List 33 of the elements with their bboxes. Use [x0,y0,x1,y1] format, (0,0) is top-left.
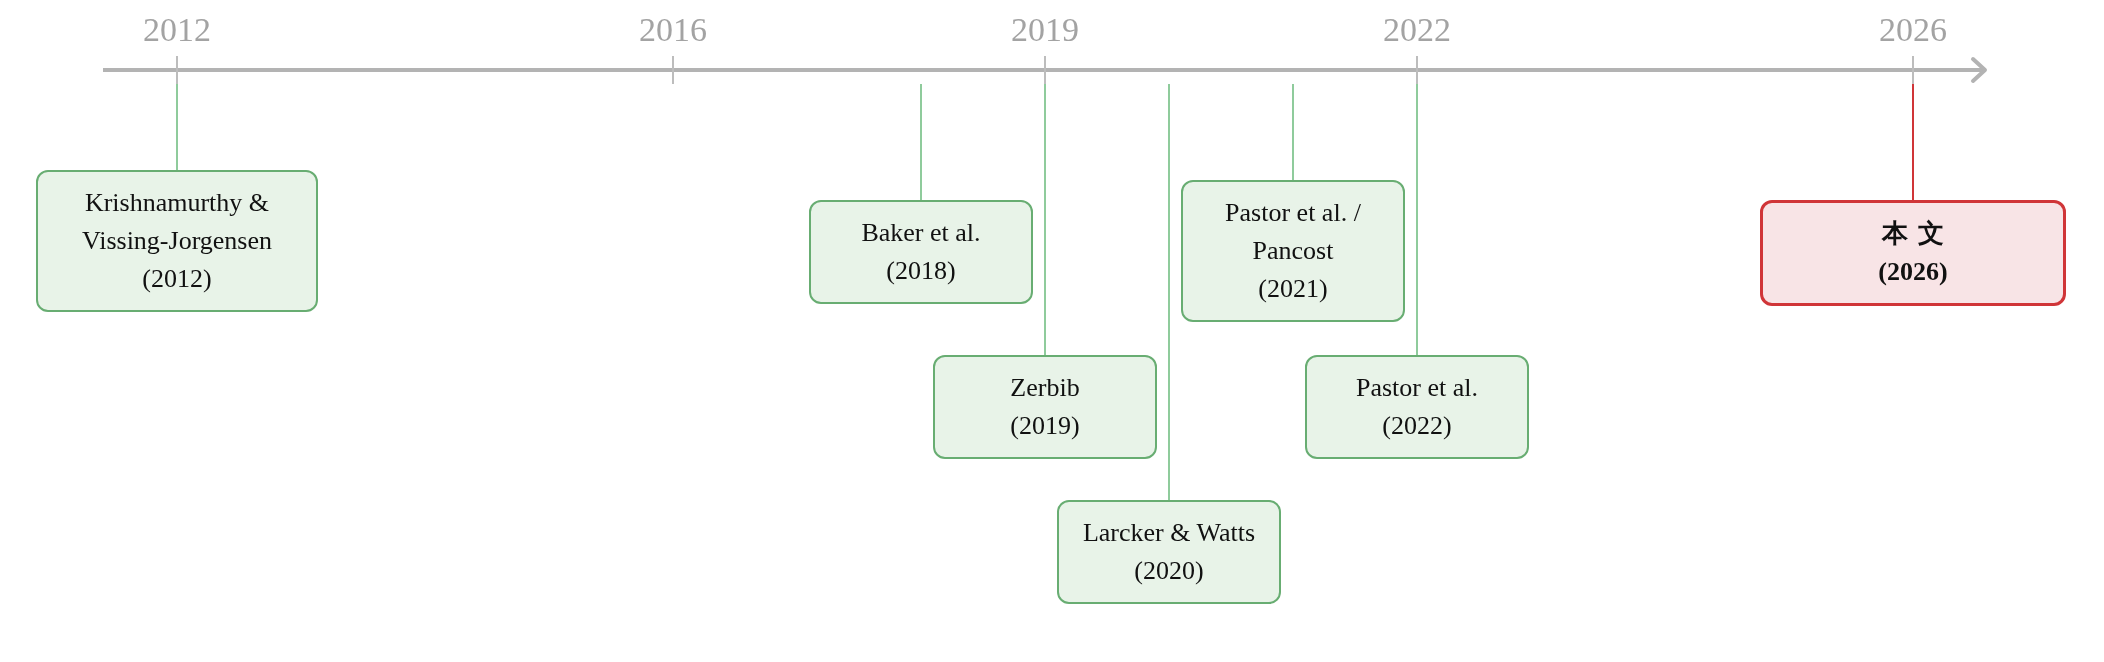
leader-line [1044,83,1046,356]
year-text: (2012) [141,263,213,295]
leader-line [1168,83,1170,501]
year-tick-label: 2022 [1383,10,1451,50]
event-box [809,200,1033,304]
citation-text: Pastor et al. [1355,372,1479,404]
event-box [36,170,318,312]
year-tick-label: 2016 [639,10,707,50]
citation-text: Larcker & Watts [1081,517,1257,549]
event-box [1057,500,1281,604]
year-text: (2026) [1877,256,1949,288]
leader-line [1416,83,1418,356]
leader-line [1292,83,1294,181]
citation-text: Krishnamurthy & Vissing-Jorgensen [80,187,274,257]
year-text: (2022) [1381,410,1453,442]
year-text: (2018) [885,255,957,287]
event-box [933,355,1157,459]
event-box [1305,355,1529,459]
citation-text: Pastor et al. / Pancost [1224,197,1362,267]
leader-line [1912,83,1914,201]
year-text: (2020) [1133,555,1205,587]
year-text: (2019) [1009,410,1081,442]
highlighted-event-box [1760,200,2066,306]
title-text: 本文 [1880,218,1956,250]
leader-line [176,83,178,171]
year-tick-label: 2012 [143,10,211,50]
year-tick-label: 2019 [1011,10,1079,50]
year-tick-label: 2026 [1879,10,1947,50]
year-text: (2021) [1257,273,1329,305]
citation-text: Zerbib [1009,372,1081,404]
leader-line [920,83,922,201]
event-box [1181,180,1405,322]
citation-text: Baker et al. [860,217,982,249]
